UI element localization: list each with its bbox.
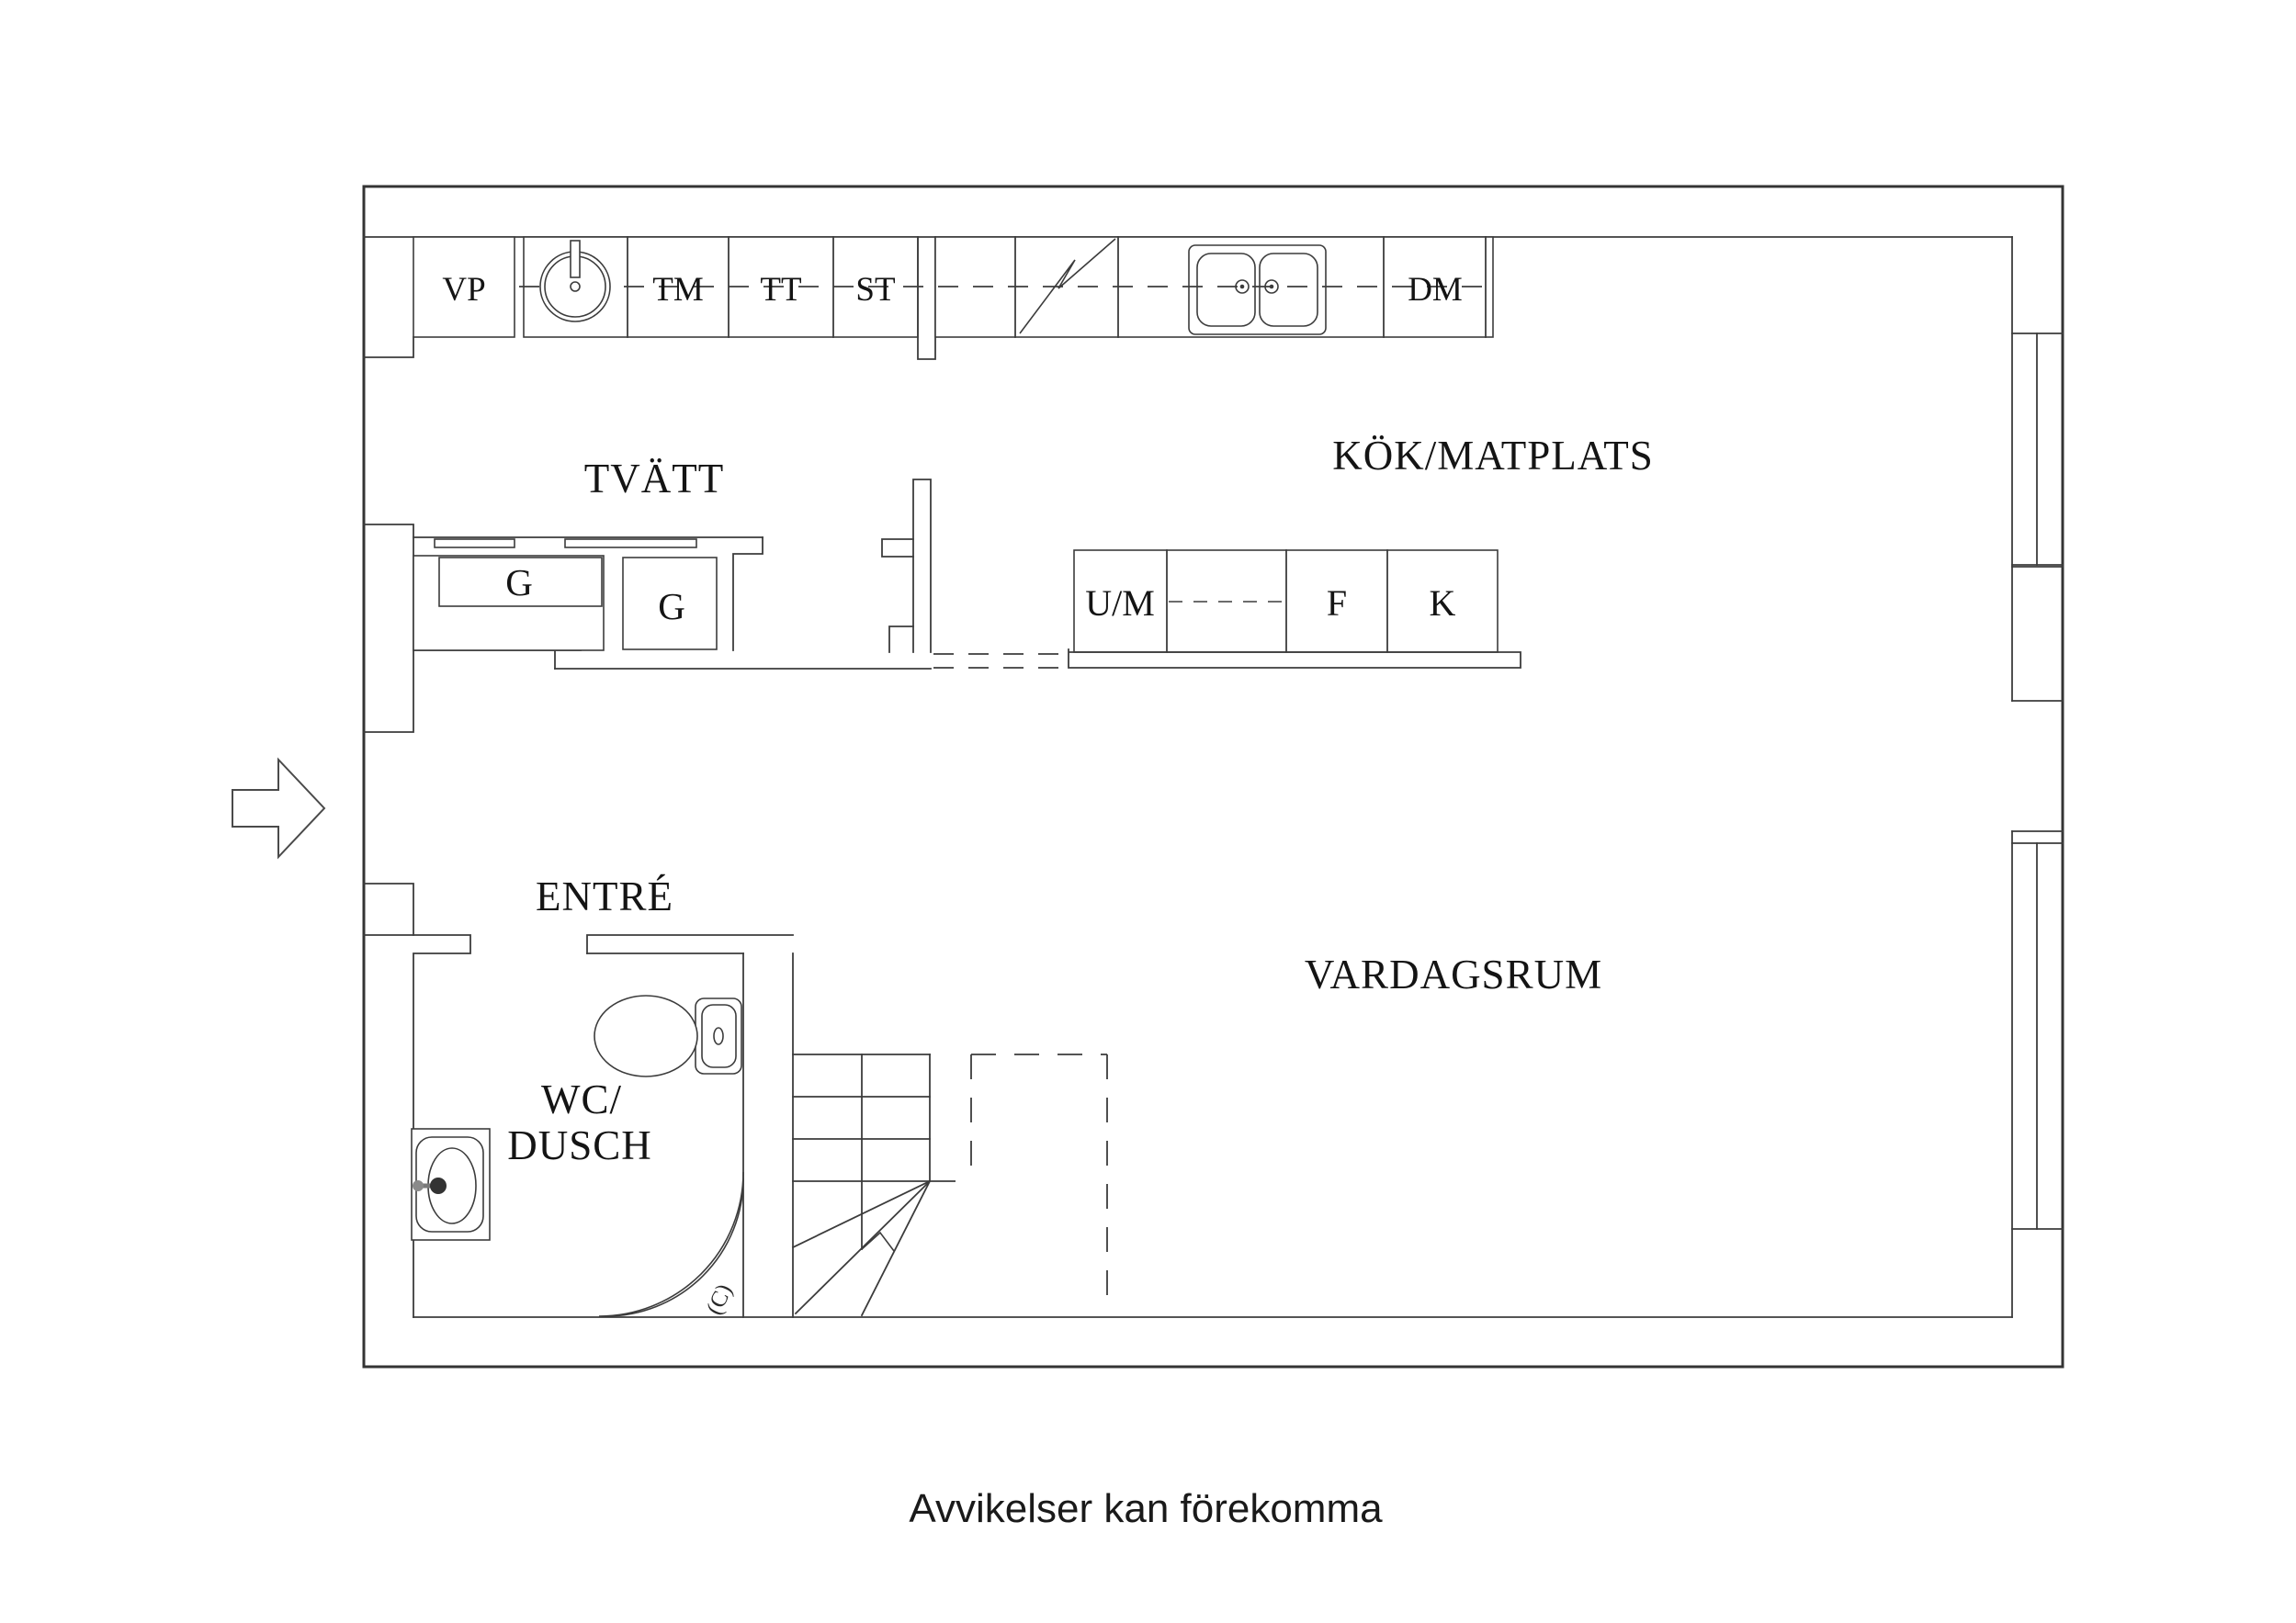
room-label-wc-line1: WC/ (541, 1076, 622, 1122)
washing-machine-drum-icon (539, 240, 611, 322)
tall-cabinet-row (933, 549, 1521, 669)
room-label-living-room: VARDAGSRUM (1305, 952, 1602, 997)
pilaster-3 (363, 883, 414, 936)
bathroom-sink-icon (411, 1128, 491, 1241)
pilaster-1 (363, 336, 414, 358)
wardrobe-2-box (622, 557, 718, 650)
wc-wall-left-band (363, 934, 471, 1318)
laundry-appliance-row (413, 236, 936, 360)
shower-curve-outer (598, 1171, 744, 1317)
stair-winder-2 (794, 1179, 932, 1315)
toilet-flush-button (713, 1027, 724, 1045)
disclaimer-caption: Avvikelser kan förekomma (909, 1486, 1383, 1531)
room-label-wc-line2: DUSCH (507, 1122, 652, 1168)
wardrobe-label-g1: G (505, 561, 533, 603)
appliance-label-tm: TM (652, 271, 704, 309)
entrance-arrow-icon (232, 757, 326, 860)
appliance-label-dm: DM (1408, 271, 1463, 309)
wardrobe-right-wall (732, 536, 763, 651)
appliance-label-f: F (1327, 582, 1347, 624)
wardrobe-label-g2: G (658, 585, 685, 627)
stair-winder-1 (791, 1179, 932, 1249)
mid-wall-finger (881, 538, 914, 558)
kitchen-sink-bowl-right (1259, 253, 1318, 327)
kitchen-sink-icon (1188, 244, 1327, 335)
kitchen-sink-outer (1188, 244, 1327, 335)
appliance-label-tt: TT (760, 271, 801, 309)
outer-boundary (362, 185, 2064, 1369)
sliding-door-leaf-2 (564, 538, 697, 548)
left-wall-pilasters (363, 336, 414, 936)
mid-wall-step (888, 626, 914, 653)
appliance-label-um: U/M (1085, 582, 1155, 624)
room-label-kitchen-dining: KÖK/MATPLATS (1332, 433, 1654, 479)
mid-wall-body (912, 479, 932, 653)
kitchen-appliance-row (519, 236, 1494, 338)
kitchen-faucet-left-dot (1239, 284, 1245, 289)
wc-wall-top-band (586, 934, 794, 954)
room-label-laundry: TVÄTT (584, 456, 724, 502)
bathroom-faucet-head (430, 1178, 447, 1194)
toilet-icon (594, 995, 742, 1077)
right-wall-windows (2011, 236, 2064, 1318)
stair-opening-dashed (931, 1054, 1108, 1302)
copyright-watermark: (C) (702, 1280, 738, 1319)
toilet-bowl (594, 995, 698, 1077)
bathroom-faucet-base (413, 1180, 424, 1191)
wall-stub (917, 236, 936, 360)
cabinet-counter-band (1068, 648, 1521, 669)
kitchen-sink-bowl-left (1196, 253, 1256, 327)
exterior-walls (362, 185, 2064, 1369)
stair-winder-3 (860, 1179, 932, 1317)
wardrobe-1-box (413, 555, 605, 651)
wc-room-walls (363, 934, 794, 1318)
staircase (791, 1054, 932, 1317)
pilaster-2 (363, 524, 414, 733)
appliance-label-st: ST (855, 271, 895, 309)
stair-direction-tick (861, 1231, 895, 1252)
appliance-label-vp: VP (442, 271, 485, 309)
stove-lightning-icon (1019, 238, 1116, 334)
drum-slot (570, 240, 581, 278)
shower-curve-inner (605, 1178, 744, 1317)
appliance-label-k: K (1430, 582, 1456, 624)
wardrobe-area (413, 536, 763, 651)
room-label-entrance: ENTRÉ (536, 873, 673, 919)
wardrobe-1-shelf (438, 557, 603, 607)
drum-center (570, 281, 581, 292)
sliding-door-leaf-1 (434, 538, 515, 548)
shower-enclosure-icon (598, 1171, 744, 1317)
vp-cabinet-box (413, 236, 515, 338)
toilet-tank-inner (701, 1004, 737, 1068)
